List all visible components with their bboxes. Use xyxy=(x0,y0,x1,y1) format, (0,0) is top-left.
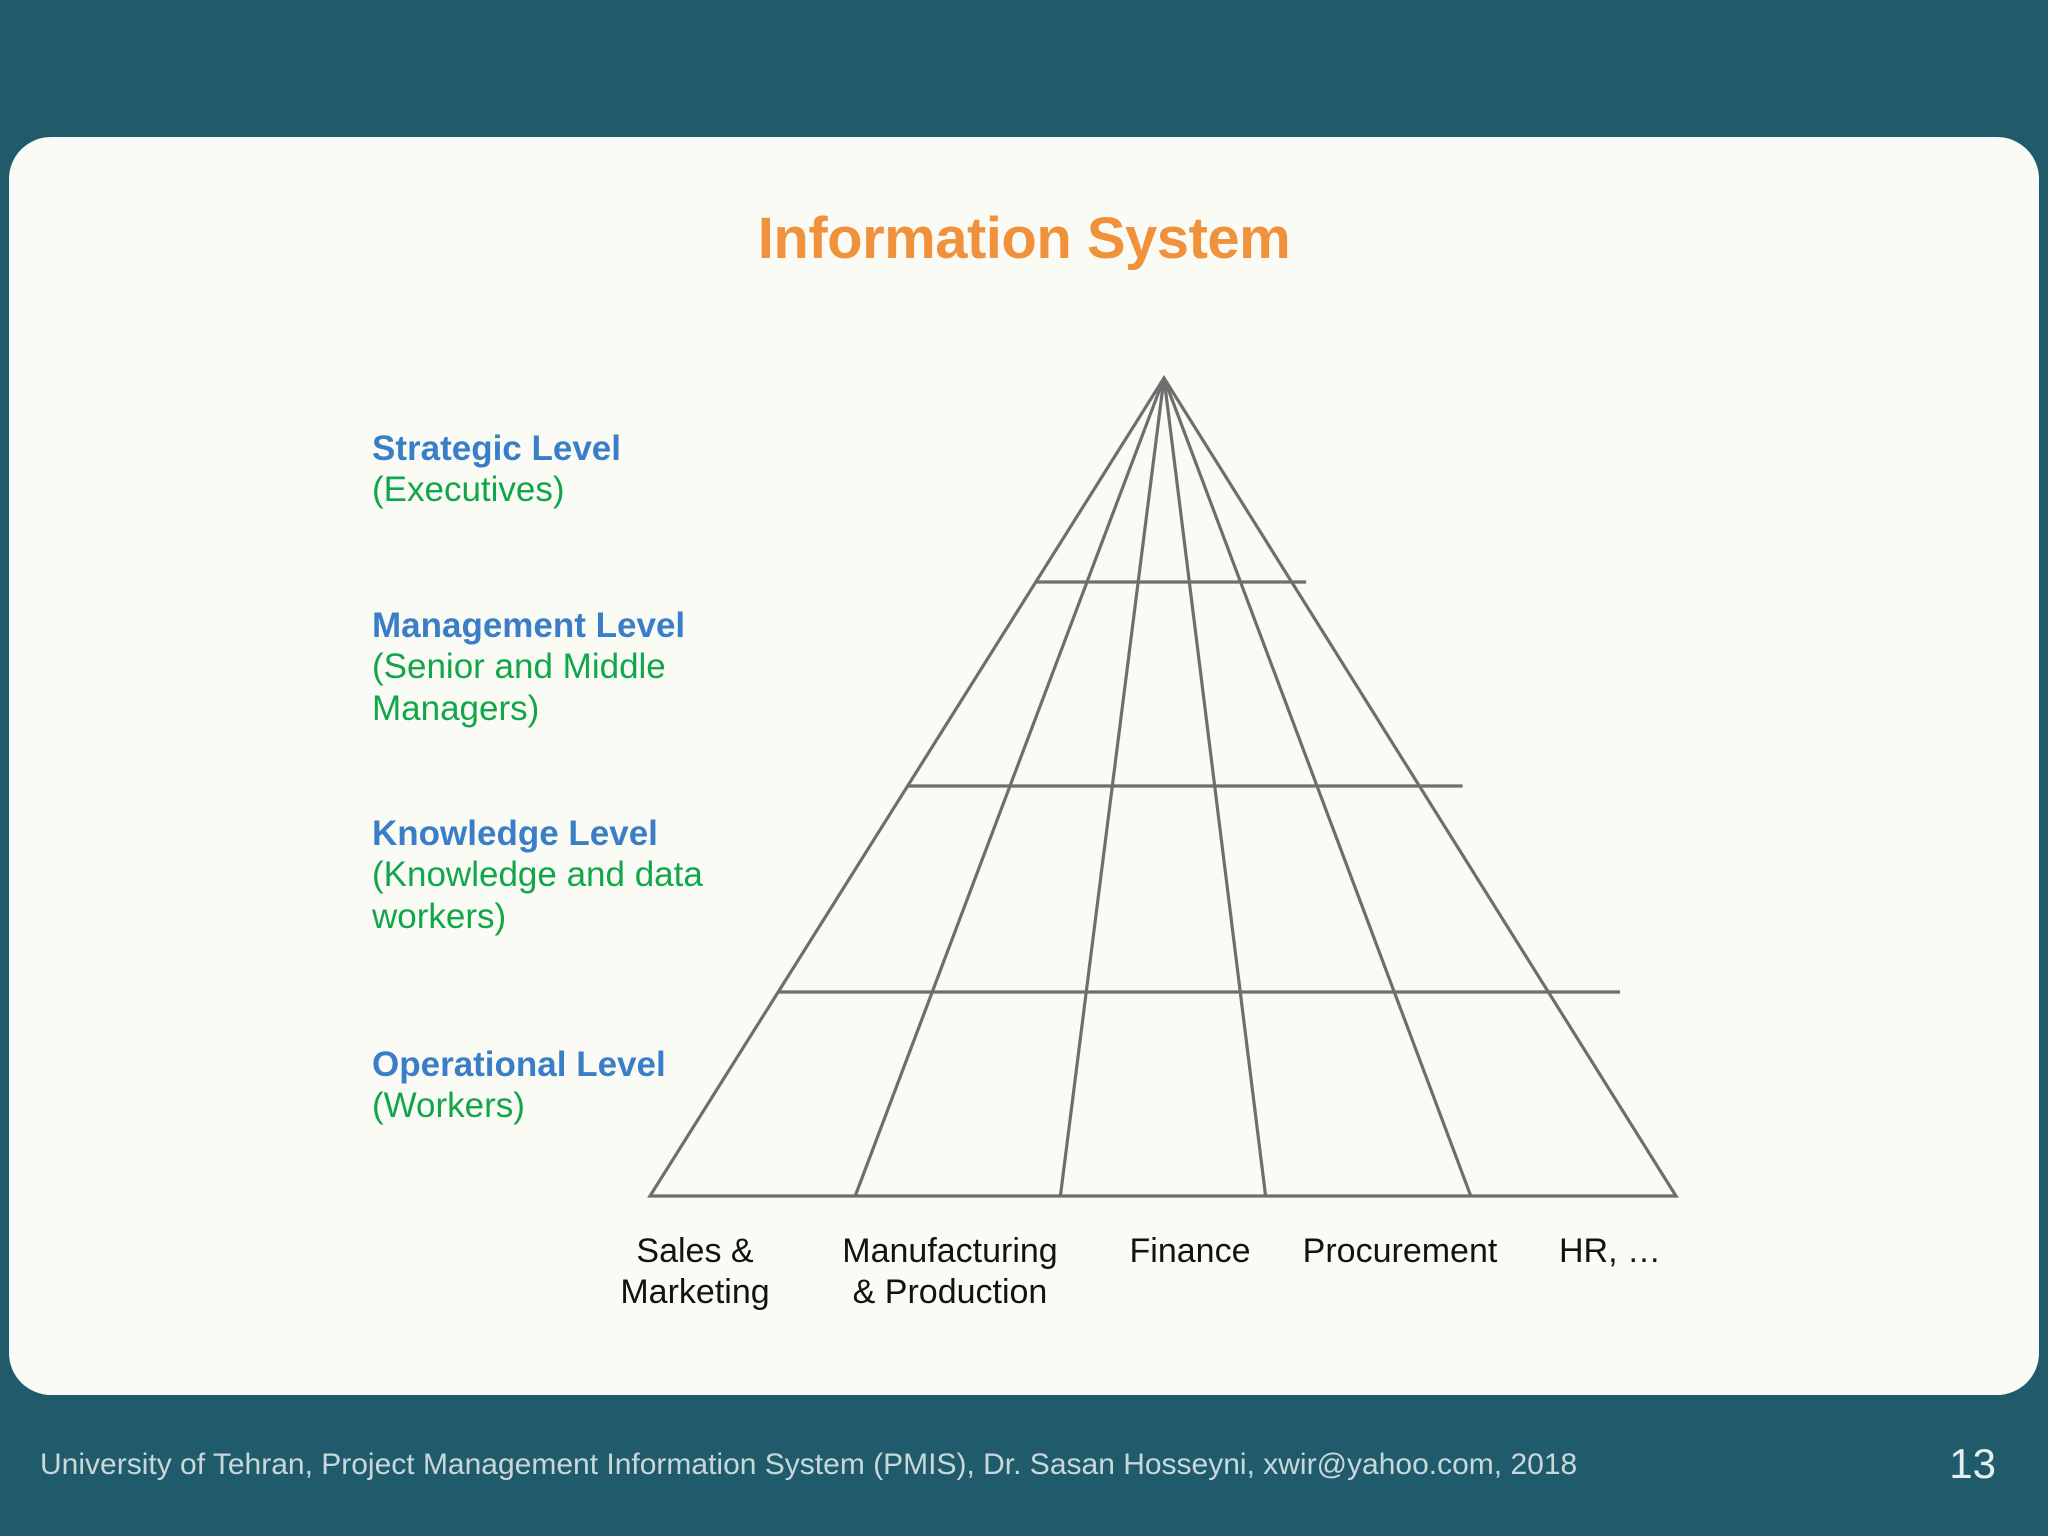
column-label-sales-marketing: Sales & Marketing xyxy=(620,1232,770,1311)
page-title: Information System xyxy=(757,206,1291,271)
slide-content-card xyxy=(9,137,2039,1395)
column-label-finance: Finance xyxy=(1129,1232,1251,1270)
level-block-operational: Operational Level (Workers) xyxy=(372,1044,842,1127)
level-title: Operational Level xyxy=(372,1045,666,1084)
level-subtitle: (Executives) xyxy=(372,470,565,510)
level-subtitle: (Knowledge and data workers) xyxy=(372,855,703,937)
level-subtitle: (Senior and Middle Managers) xyxy=(372,647,666,729)
level-block-management: Management Level (Senior and Middle Mana… xyxy=(372,605,842,730)
level-title: Management Level xyxy=(372,606,686,645)
footer-attribution: University of Tehran, Project Management… xyxy=(40,1448,1578,1481)
level-block-strategic: Strategic Level (Executives) xyxy=(372,428,842,511)
column-label-procurement: Procurement xyxy=(1302,1232,1498,1270)
column-label-hr: HR, … xyxy=(1559,1232,1661,1270)
level-title: Knowledge Level xyxy=(372,814,658,853)
page-number: 13 xyxy=(1949,1440,1996,1487)
level-block-knowledge: Knowledge Level (Knowledge and data work… xyxy=(372,813,842,938)
pyramid-diagram xyxy=(647,374,1679,1198)
level-subtitle: (Workers) xyxy=(372,1086,525,1126)
level-title: Strategic Level xyxy=(372,429,621,468)
column-label-manufacturing-production: Manufacturing & Production xyxy=(842,1232,1058,1311)
